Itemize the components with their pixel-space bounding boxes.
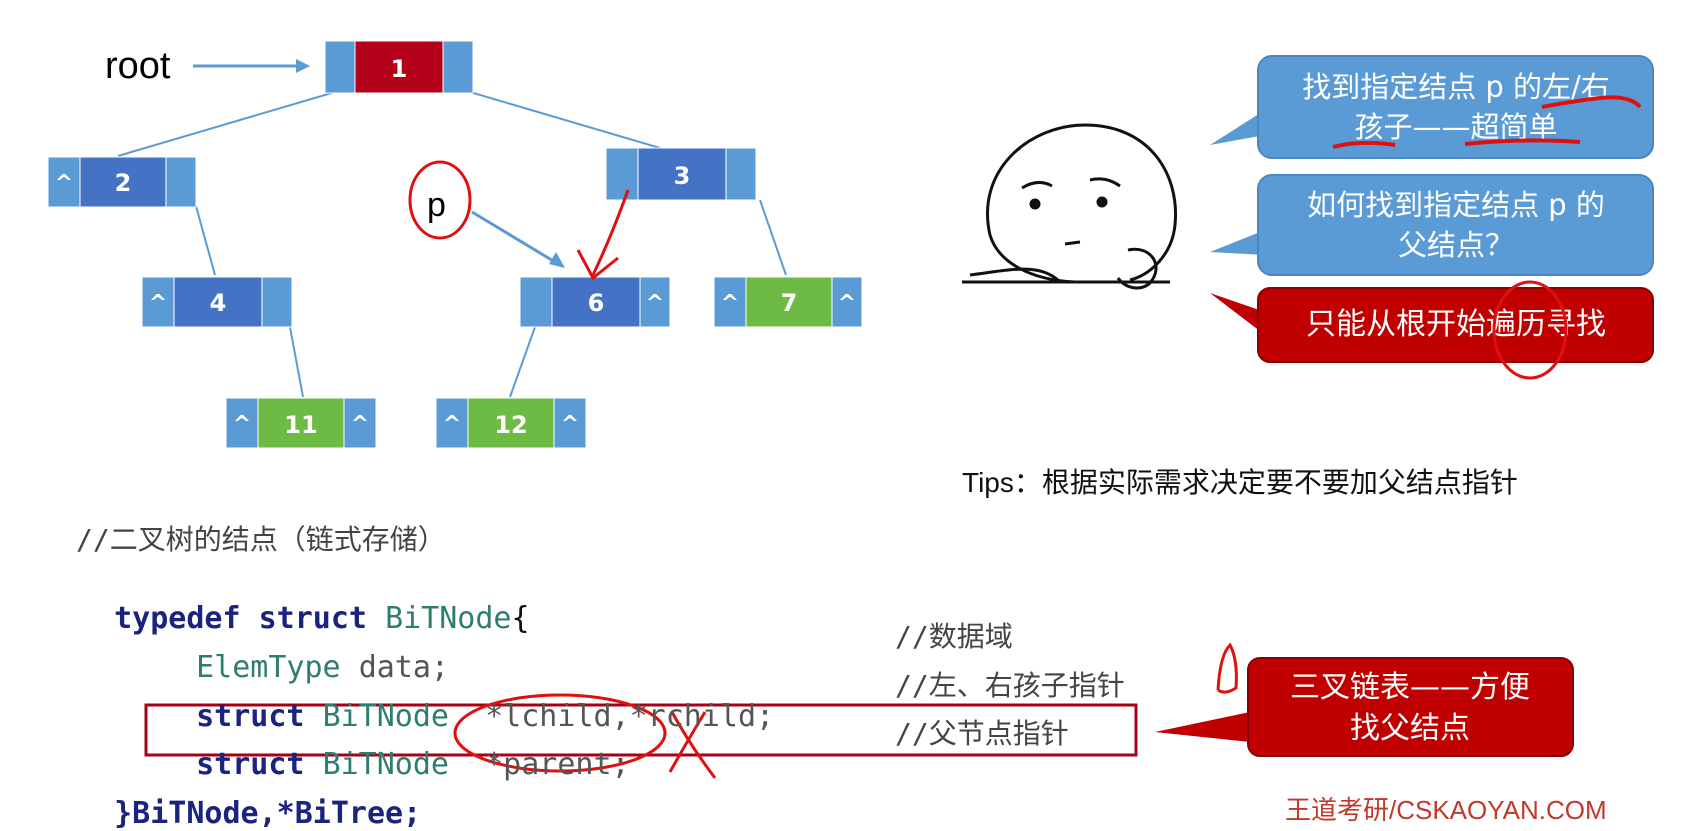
speech-bubble-1: 找到指定结点 p 的左/右 孩子——超简单 [1210,55,1654,159]
node-value: 4 [210,289,227,317]
null-mark: ^ [561,412,579,437]
code-comment-data: //数据域 [895,620,1013,653]
type-name: BiTNode [322,699,449,734]
cross-annotation [668,711,707,773]
bubble-4-line-2: 找父结点 [1350,711,1470,746]
node-11: ^ ^ 11 [225,397,377,449]
node-value: 1 [391,55,408,83]
underline-annotation [1332,140,1396,149]
tree-edges [117,91,787,398]
node-value: 12 [494,411,527,439]
node-12: ^ ^ 12 [435,397,587,449]
node-1: 1 [324,40,474,94]
p-arrow [471,210,556,264]
node-value: 7 [781,289,798,317]
edge-1-3 [469,91,661,149]
code-comment-title: //二叉树的结点（链式存储） [76,523,446,556]
null-mark: ^ [351,412,369,437]
edge-3-7 [759,199,787,276]
code-line-data: ElemType data; [160,615,449,685]
null-mark: ^ [233,412,251,437]
underline-annotation [1464,138,1581,146]
circle-annotation [453,693,667,773]
bubble-1-line-2: 孩子——超简单 [1354,110,1557,144]
red-arrow-annotation [591,189,630,276]
code-line-parent: struct BiTNode *parent; [160,712,630,782]
null-mark: ^ [149,291,167,316]
bubble-3-text: 只能从根开始遍历寻找 [1306,307,1606,342]
node-value: 3 [674,162,691,190]
null-mark: ^ [55,171,73,196]
root-label: root [105,45,171,87]
code-comment-parent: //父节点指针 [895,717,1069,750]
red-arrowhead-annotation [576,249,619,281]
keyword: typedef [114,601,241,636]
p-arrowhead [549,252,565,268]
thinking-face-icon [962,123,1178,290]
punct: { [511,601,530,636]
identifier: *parent; [485,747,630,782]
node-3: 3 [605,147,757,201]
keyword: struct [258,601,367,636]
edge-4-11 [289,326,304,398]
null-mark: ^ [646,291,664,316]
edge-1-2 [117,91,336,157]
scribble-annotation [1216,642,1238,694]
type-name: ElemType [196,650,341,685]
node-value: 6 [588,289,605,317]
node-6: ^ 6 [519,276,671,328]
bubble-2-line-2: 父结点？ [1398,228,1514,262]
underline-annotation [1541,95,1642,109]
bubble-4-line-1: 三叉链表——方便 [1290,670,1530,705]
type-decl: }BiTNode,*BiTree; [114,796,422,831]
speech-bubble-3: 只能从根开始遍历寻找 [1210,280,1654,380]
p-circle-annotation [408,160,472,240]
tree-diagram: root 1 ^ 2 3 ^ 4 ^ 6 [47,40,1654,779]
code-line-closing: }BiTNode,*BiTree; [78,761,421,831]
keyword: struct [196,747,305,782]
node-value: 11 [284,411,317,439]
null-mark: ^ [443,412,461,437]
parent-line-highlight [144,703,1138,757]
code-comment-children: //左、右孩子指针 [895,669,1125,702]
null-mark: ^ [838,291,856,316]
node-2: ^ 2 [47,156,197,208]
node-4: ^ 4 [141,276,293,328]
edge-2-4 [195,205,216,276]
root-arrowhead [296,59,310,73]
null-mark: ^ [721,291,739,316]
node-7: ^ ^ 7 [713,276,863,328]
slide: root 1 ^ 2 3 ^ 4 ^ 6 [47,40,1654,831]
speech-bubble-4: 三叉链表——方便 找父结点 [1155,657,1574,757]
cross-annotation [670,711,717,779]
circle-annotation [1492,280,1568,380]
identifier: *lchild,*rchild; [485,699,775,734]
type-name: BiTNode [322,747,449,782]
p-label: p [427,186,446,224]
code-line-children: struct BiTNode *lchild,*rchild; [160,664,774,734]
watermark-text: 王道考研/CSKAOYAN.COM [1285,795,1607,825]
keyword: struct [196,699,305,734]
bubble-1-line-1: 找到指定结点 p 的左/右 [1302,70,1610,104]
identifier: data; [358,650,449,685]
node-value: 2 [115,169,132,197]
type-name: BiTNode [385,601,512,636]
speech-bubble-2: 如何找到指定结点 p 的 父结点？ [1210,174,1654,276]
tips-text: Tips：根据实际需求决定要不要加父结点指针 [962,467,1518,498]
code-line-typedef: typedef struct BiTNode{ [78,566,530,636]
bubble-2-line-1: 如何找到指定结点 p 的 [1307,188,1605,222]
edge-6-12 [509,326,536,398]
